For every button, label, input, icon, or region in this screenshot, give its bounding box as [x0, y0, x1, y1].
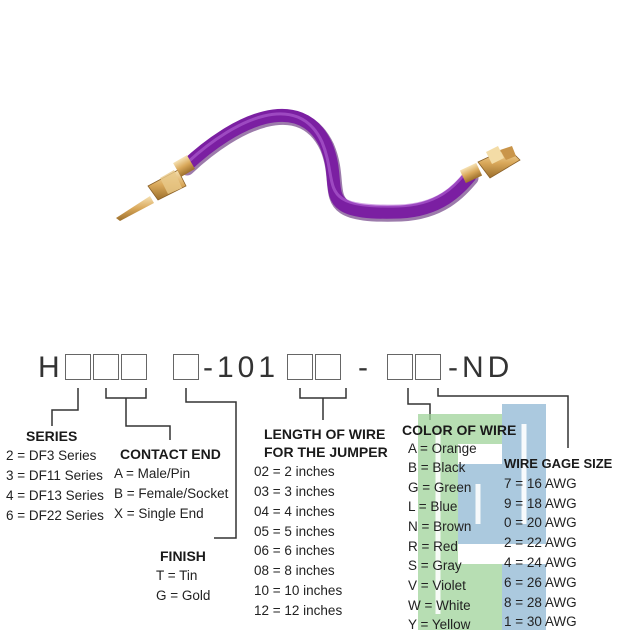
color-item: L = Blue: [408, 499, 458, 514]
jumper-wire-photo: [116, 108, 521, 222]
length-item: 12 = 12 inches: [254, 603, 343, 618]
watermark-logo: [418, 404, 546, 630]
placeholder-box-finish: [173, 354, 199, 380]
series-item: 4 = DF13 Series: [6, 488, 104, 503]
gage-item: 9 = 18 AWG: [504, 496, 577, 511]
gage-item: 4 = 24 AWG: [504, 555, 577, 570]
part-number-dash: -: [358, 351, 368, 384]
color-item: B = Black: [408, 460, 466, 475]
contact-end-item: X = Single End: [114, 506, 204, 521]
male-pin-contact: [116, 155, 195, 221]
contact-end-item: A = Male/Pin: [114, 466, 191, 481]
color-item: Y = Yellow: [408, 617, 471, 632]
part-number-suffix: -ND: [448, 351, 514, 384]
gage-item: 1 = 30 AWG: [504, 614, 577, 629]
part-number-middle: -101: [203, 351, 280, 384]
gage-item: 8 = 28 AWG: [504, 595, 577, 610]
series-item: 6 = DF22 Series: [6, 508, 104, 523]
series-item: 3 = DF11 Series: [6, 468, 103, 483]
color-item: G = Green: [408, 480, 472, 495]
length-item: 03 = 3 inches: [254, 484, 335, 499]
color-heading: COLOR OF WIRE: [402, 422, 517, 438]
length-item: 06 = 6 inches: [254, 543, 335, 558]
color-item: A = Orange: [408, 441, 477, 456]
color-item: V = Violet: [408, 578, 466, 593]
gage-heading: WIRE GAGE SIZE: [504, 456, 613, 471]
length-heading-line1: LENGTH OF WIRE: [264, 426, 386, 442]
placeholder-box-color: [387, 354, 413, 380]
finish-item: G = Gold: [156, 588, 211, 603]
series-heading: SERIES: [26, 428, 78, 444]
gage-item: 2 = 22 AWG: [504, 535, 577, 550]
purple-wire: [179, 108, 477, 219]
placeholder-box-contact-1: [93, 354, 119, 380]
length-heading-line2: FOR THE JUMPER: [264, 444, 388, 460]
color-item: W = White: [408, 598, 471, 613]
placeholder-box-length-1: [287, 354, 313, 380]
contact-end-heading: CONTACT END: [120, 446, 221, 462]
finish-item: T = Tin: [156, 568, 198, 583]
series-item: 2 = DF3 Series: [6, 448, 97, 463]
color-item: R = Red: [408, 539, 458, 554]
placeholder-box-gage: [415, 354, 441, 380]
part-number-prefix: H: [38, 351, 60, 384]
gage-item: 0 = 20 AWG: [504, 515, 577, 530]
placeholder-box-length-2: [315, 354, 341, 380]
finish-heading: FINISH: [160, 548, 206, 564]
female-socket-contact: [459, 146, 521, 184]
length-item: 02 = 2 inches: [254, 464, 335, 479]
color-item: S = Gray: [408, 558, 462, 573]
gage-item: 7 = 16 AWG: [504, 476, 577, 491]
length-item: 10 = 10 inches: [254, 583, 343, 598]
length-item: 04 = 4 inches: [254, 504, 335, 519]
color-item: N = Brown: [408, 519, 472, 534]
placeholder-box-series: [65, 354, 91, 380]
length-item: 05 = 5 inches: [254, 524, 335, 539]
placeholder-box-contact-2: [121, 354, 147, 380]
length-item: 08 = 8 inches: [254, 563, 335, 578]
contact-end-item: B = Female/Socket: [114, 486, 229, 501]
gage-item: 6 = 26 AWG: [504, 575, 577, 590]
